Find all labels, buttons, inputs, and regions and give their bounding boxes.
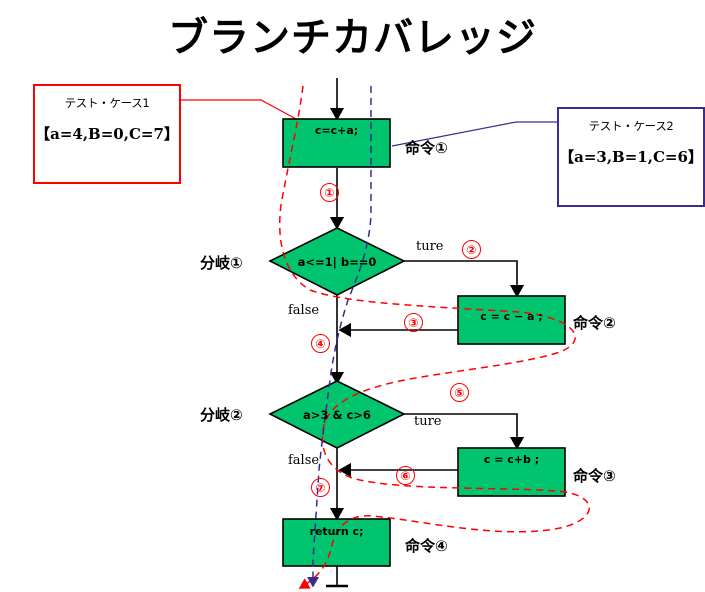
process-text-stmt2: c = c − a ; xyxy=(480,310,543,323)
step-marker-1: ① xyxy=(320,183,339,202)
step-marker-3: ③ xyxy=(404,313,423,332)
decision-node-dec1 xyxy=(268,227,406,296)
decision-node-dec2 xyxy=(268,380,406,449)
step-marker-6: ⑥ xyxy=(396,466,415,485)
step-marker-2: ② xyxy=(462,240,481,259)
process-text-stmt1: c=c+a; xyxy=(314,124,359,137)
testcase-1-values: 【a=4,B=0,C=7】 xyxy=(35,125,179,143)
testcase-1-box[interactable]: テスト・ケース1 【a=4,B=0,C=7】 xyxy=(33,84,181,184)
process-node-stmt3 xyxy=(457,447,566,497)
testcase-2-values: 【a=3,B=1,C=6】 xyxy=(559,148,703,166)
trace-path-testcase2 xyxy=(307,86,372,588)
trace-path-testcase1 xyxy=(279,85,590,589)
testcase1-leader-line xyxy=(181,99,299,121)
node-label-dec1: 分岐① xyxy=(200,254,243,272)
process-node-stmt2 xyxy=(457,295,566,345)
testcase-1-title: テスト・ケース1 xyxy=(64,96,150,110)
edge-label-dec1-false: false xyxy=(288,303,320,318)
process-node-stmt1 xyxy=(282,118,391,168)
node-label-dec2: 分岐② xyxy=(200,406,243,424)
step-marker-5: ⑤ xyxy=(450,383,469,402)
decision-text-dec2: a>3 & c>6 xyxy=(303,408,371,422)
step-marker-7: ⑦ xyxy=(311,478,330,497)
testcase2-leader-line xyxy=(391,121,557,147)
connector-dec2-true-stmt3 xyxy=(404,413,525,450)
node-label-stmt4: 命令④ xyxy=(405,537,448,555)
step-marker-4: ④ xyxy=(311,334,330,353)
node-label-stmt3: 命令③ xyxy=(573,467,616,485)
node-label-stmt1: 命令① xyxy=(405,139,448,157)
testcase-2-title: テスト・ケース2 xyxy=(588,119,674,133)
edge-label-dec2-true: ture xyxy=(414,414,442,429)
connector-dec1-true-stmt2 xyxy=(404,260,525,298)
testcase-2-box[interactable]: テスト・ケース2 【a=3,B=1,C=6】 xyxy=(557,107,705,207)
process-node-stmt4 xyxy=(282,518,391,567)
edge-label-dec1-true: ture xyxy=(416,239,444,254)
process-text-stmt3: c = c+b ; xyxy=(483,453,540,466)
page-title: ブランチカバレッジ xyxy=(168,15,537,61)
edge-label-dec2-false: false xyxy=(288,453,320,468)
process-text-stmt4: return c; xyxy=(309,525,364,538)
node-label-stmt2: 命令② xyxy=(573,314,616,332)
decision-text-dec1: a<=1| b==0 xyxy=(297,255,377,269)
